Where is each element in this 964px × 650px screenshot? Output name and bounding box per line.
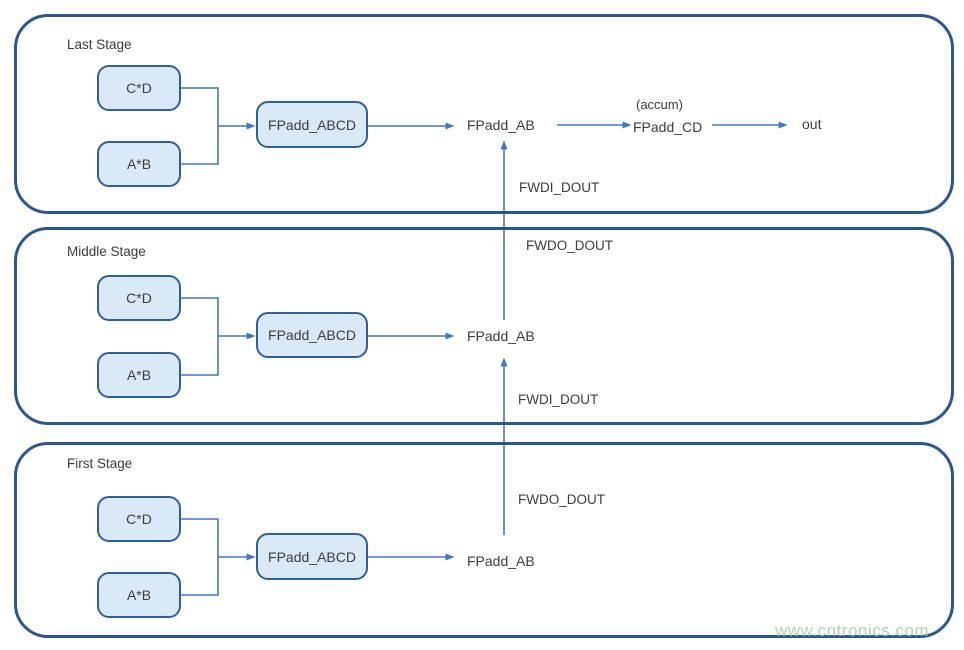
middle-fwdi-dout-label: FWDI_DOUT	[518, 392, 599, 407]
first-fpadd-abcd-box: FPadd_ABCD	[256, 533, 368, 580]
last-accum-note: (accum)	[636, 97, 683, 112]
first-ab-box: A*B	[97, 572, 181, 618]
last-fpadd-abcd-box: FPadd_ABCD	[256, 101, 368, 148]
middle-cd-box: C*D	[97, 275, 181, 321]
last-cd-box: C*D	[97, 65, 181, 111]
stage-first-label: First Stage	[67, 456, 133, 471]
middle-ab-box: A*B	[97, 352, 181, 398]
first-cd-box: C*D	[97, 496, 181, 542]
last-fwdi-dout-label: FWDI_DOUT	[519, 180, 600, 195]
stage-middle-label: Middle Stage	[67, 244, 146, 259]
last-fpadd-ab-node: FPadd_AB	[467, 117, 535, 133]
watermark-text: www.cntronics.com	[775, 621, 929, 640]
first-fpadd-ab-node: FPadd_AB	[467, 553, 535, 569]
first-fwdo-dout-label: FWDO_DOUT	[518, 492, 605, 507]
last-ab-box: A*B	[97, 141, 181, 187]
last-fpadd-cd-node: FPadd_CD	[633, 119, 703, 135]
middle-fpadd-ab-node: FPadd_AB	[467, 328, 535, 344]
middle-fwdo-dout-label: FWDO_DOUT	[526, 238, 613, 253]
stage-first-container	[14, 442, 954, 638]
stage-last-label: Last Stage	[67, 37, 132, 52]
last-out-node: out	[802, 116, 822, 132]
middle-fpadd-abcd-box: FPadd_ABCD	[256, 312, 368, 358]
stage-middle-container	[14, 227, 954, 425]
stage-last-container	[14, 14, 954, 214]
